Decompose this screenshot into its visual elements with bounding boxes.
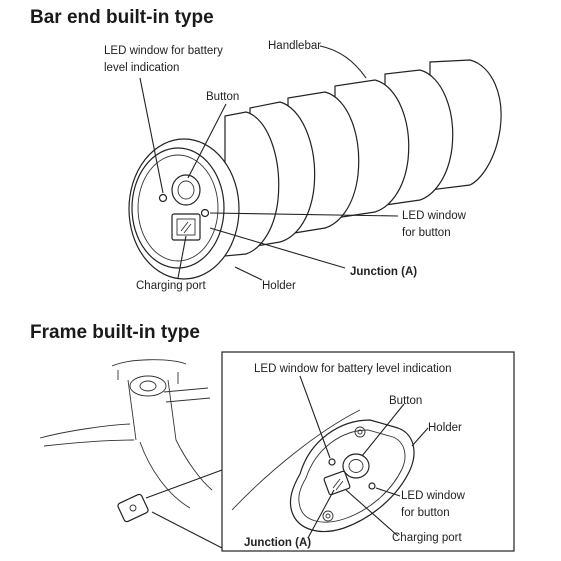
- junction-detail-illustration: [231, 409, 415, 533]
- frame-heading: Frame built-in type: [30, 322, 200, 343]
- label-frame-led-button-line2: for button: [401, 507, 450, 519]
- bar-end-leaders: [139, 45, 399, 281]
- bike-frame-illustration: [39, 359, 213, 523]
- label-frame-button: Button: [389, 395, 422, 407]
- label-led-battery-line1: LED window for battery: [104, 45, 223, 57]
- label-led-battery-line2: level indication: [104, 62, 179, 74]
- label-charging-port: Charging port: [136, 280, 206, 292]
- label-frame-led-button-line1: LED window: [401, 490, 466, 502]
- label-led-button-line2: for button: [402, 227, 451, 239]
- label-frame-charging-port: Charging port: [392, 532, 462, 544]
- label-handlebar: Handlebar: [268, 40, 321, 52]
- handlebar-illustration: [128, 59, 502, 280]
- label-frame-junction: Junction (A): [244, 537, 311, 549]
- label-holder: Holder: [262, 280, 296, 292]
- label-frame-holder: Holder: [428, 422, 462, 434]
- label-button: Button: [206, 91, 239, 103]
- detail-connector-top: [145, 469, 223, 499]
- bar-end-heading: Bar end built-in type: [30, 7, 214, 28]
- label-junction: Junction (A): [350, 266, 417, 278]
- frame-leaders: [299, 375, 429, 539]
- label-led-button-line1: LED window: [402, 210, 467, 222]
- label-frame-led-battery: LED window for battery level indication: [254, 363, 452, 375]
- detail-connector-bottom: [151, 511, 223, 549]
